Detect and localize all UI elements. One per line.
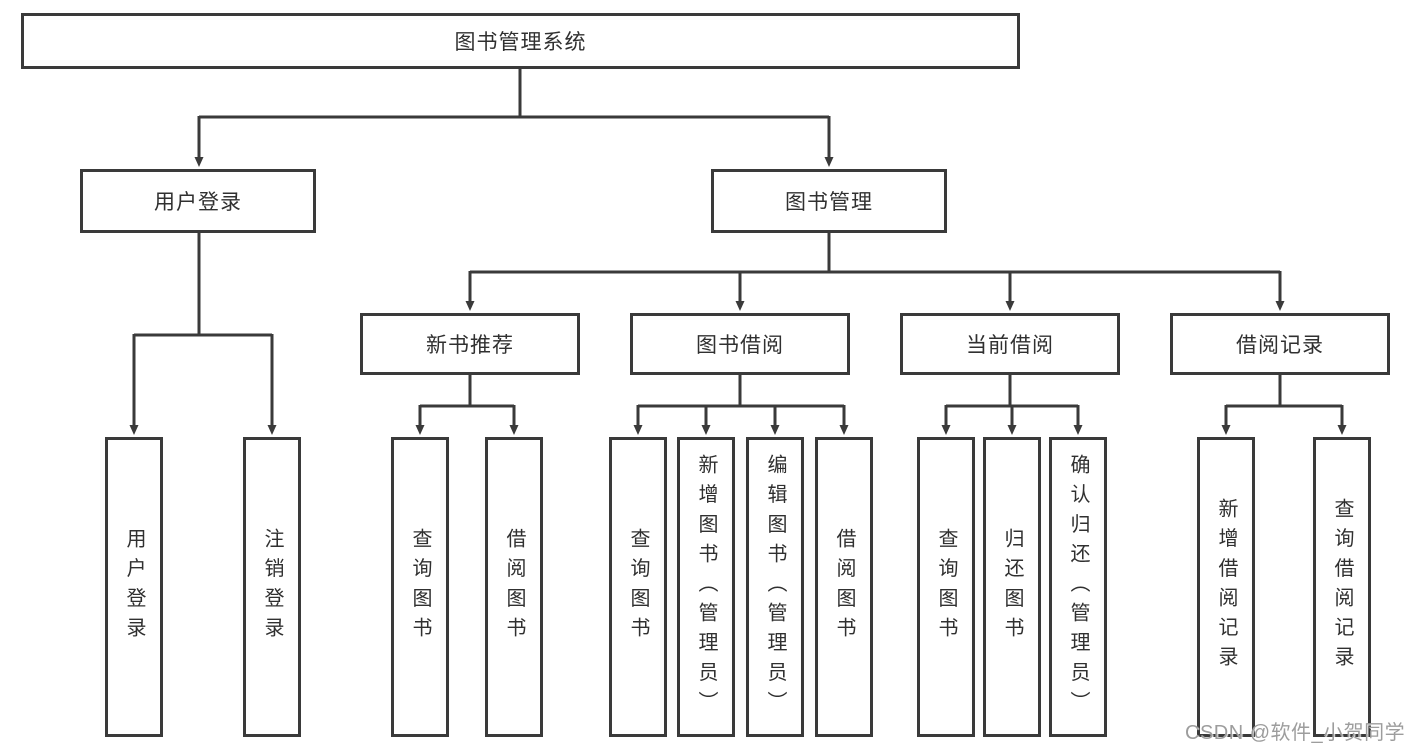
node-label: 新书推荐 [426, 334, 514, 357]
node-root-system: 图书管理系统 [21, 13, 1020, 69]
node-label: 借阅图书 [833, 527, 855, 647]
node-label: 确认归还（管理员） [1067, 453, 1089, 721]
node-label: 注销登录 [261, 527, 283, 647]
node-label: 查询图书 [627, 527, 649, 647]
leaf-query-borrow-record: 查询借阅记录 [1313, 437, 1371, 737]
node-label: 借阅图书 [503, 527, 525, 647]
node-label: 当前借阅 [966, 334, 1054, 357]
leaf-add-books-admin: 新增图书（管理员） [677, 437, 735, 737]
leaf-return-books: 归还图书 [983, 437, 1041, 737]
node-borrow-records: 借阅记录 [1170, 313, 1390, 375]
node-label: 新增图书（管理员） [695, 453, 717, 721]
node-label: 查询借阅记录 [1331, 498, 1353, 676]
node-label: 图书借阅 [696, 334, 784, 357]
leaf-borrow-books: 借阅图书 [815, 437, 873, 737]
leaf-add-borrow-record: 新增借阅记录 [1197, 437, 1255, 737]
node-current-borrow: 当前借阅 [900, 313, 1120, 375]
leaf-logout: 注销登录 [243, 437, 301, 737]
node-book-management: 图书管理 [711, 169, 947, 233]
node-label: 查询图书 [935, 527, 957, 647]
leaf-edit-books-admin: 编辑图书（管理员） [746, 437, 804, 737]
leaf-query-books: 查询图书 [917, 437, 975, 737]
node-label: 查询图书 [409, 527, 431, 647]
node-label: 借阅记录 [1236, 334, 1324, 357]
node-label: 新增借阅记录 [1215, 498, 1237, 676]
node-label: 归还图书 [1001, 527, 1023, 647]
node-label: 图书管理 [785, 191, 873, 214]
leaf-query-books: 查询图书 [609, 437, 667, 737]
leaf-user-login: 用户登录 [105, 437, 163, 737]
node-label: 图书管理系统 [454, 31, 587, 54]
node-new-book-recommend: 新书推荐 [360, 313, 580, 375]
watermark: CSDN @软件_小贺同学 [1185, 722, 1405, 744]
node-label: 编辑图书（管理员） [764, 453, 786, 721]
node-book-borrow: 图书借阅 [630, 313, 850, 375]
node-label: 用户登录 [154, 191, 242, 214]
leaf-confirm-return-admin: 确认归还（管理员） [1049, 437, 1107, 737]
leaf-query-books: 查询图书 [391, 437, 449, 737]
leaf-borrow-books: 借阅图书 [485, 437, 543, 737]
node-user-login: 用户登录 [80, 169, 316, 233]
node-label: 用户登录 [123, 527, 145, 647]
